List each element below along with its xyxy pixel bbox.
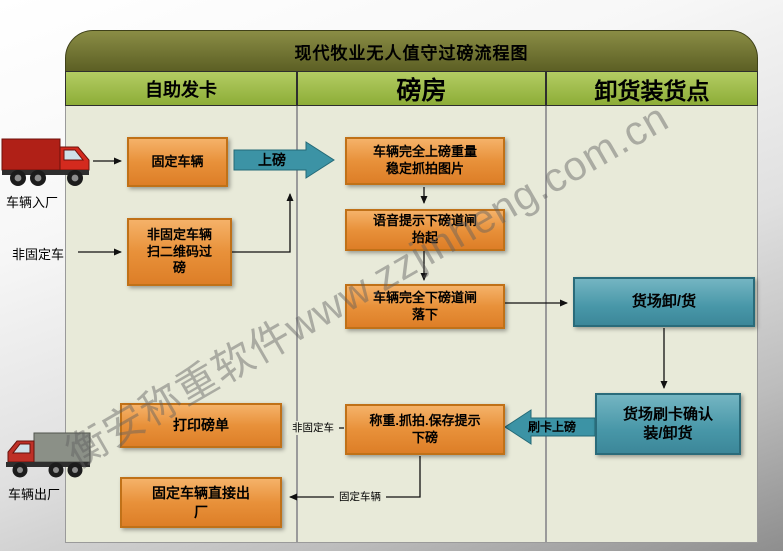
label-on-scale: 上磅 bbox=[258, 152, 286, 168]
label-nonfixed-vehicle: 非固定车 bbox=[12, 247, 65, 262]
node-print-weigh-slip: 打印磅单 bbox=[120, 403, 282, 448]
truck-in-icon bbox=[1, 138, 90, 186]
node-fixed-vehicle: 固定车辆 bbox=[127, 137, 228, 187]
node-nonfixed-scan-qr: 非固定车辆扫二维码过磅 bbox=[127, 218, 232, 286]
label-vehicle-out: 车辆出厂 bbox=[8, 487, 61, 502]
page-title: 现代牧业无人值守过磅流程图 bbox=[294, 43, 529, 63]
title-banner: 现代牧业无人值守过磅流程图 bbox=[65, 30, 758, 71]
node-weigh-capture-save: 称重.抓拍.保存提示下磅 bbox=[345, 404, 505, 455]
label-vehicle-in: 车辆入厂 bbox=[6, 195, 59, 210]
node-on-scale-capture: 车辆完全上磅重量稳定抓拍图片 bbox=[345, 137, 505, 185]
label-card-on-scale: 刷卡上磅 bbox=[527, 420, 576, 434]
label-edge-nonfixed-vehicle: 非固定车 bbox=[287, 421, 339, 435]
column-header-unload-load-point: 卸货装货点 bbox=[546, 71, 758, 106]
node-off-scale-barrier-down: 车辆完全下磅道闸落下 bbox=[345, 284, 505, 329]
truck-out-icon bbox=[6, 432, 91, 478]
column-header-self-card-issue: 自助发卡 bbox=[65, 71, 297, 106]
node-yard-unload-load: 货场卸/货 bbox=[573, 277, 755, 327]
node-yard-card-confirm: 货场刷卡确认装/卸货 bbox=[595, 393, 741, 455]
column-header-weigh-house: 磅房 bbox=[297, 71, 546, 106]
node-voice-prompt-barrier-up: 语音提示下磅道闸抬起 bbox=[345, 209, 505, 251]
node-fixed-vehicle-direct-exit: 固定车辆直接出厂 bbox=[120, 477, 282, 528]
label-edge-fixed-vehicle: 固定车辆 bbox=[334, 490, 386, 504]
